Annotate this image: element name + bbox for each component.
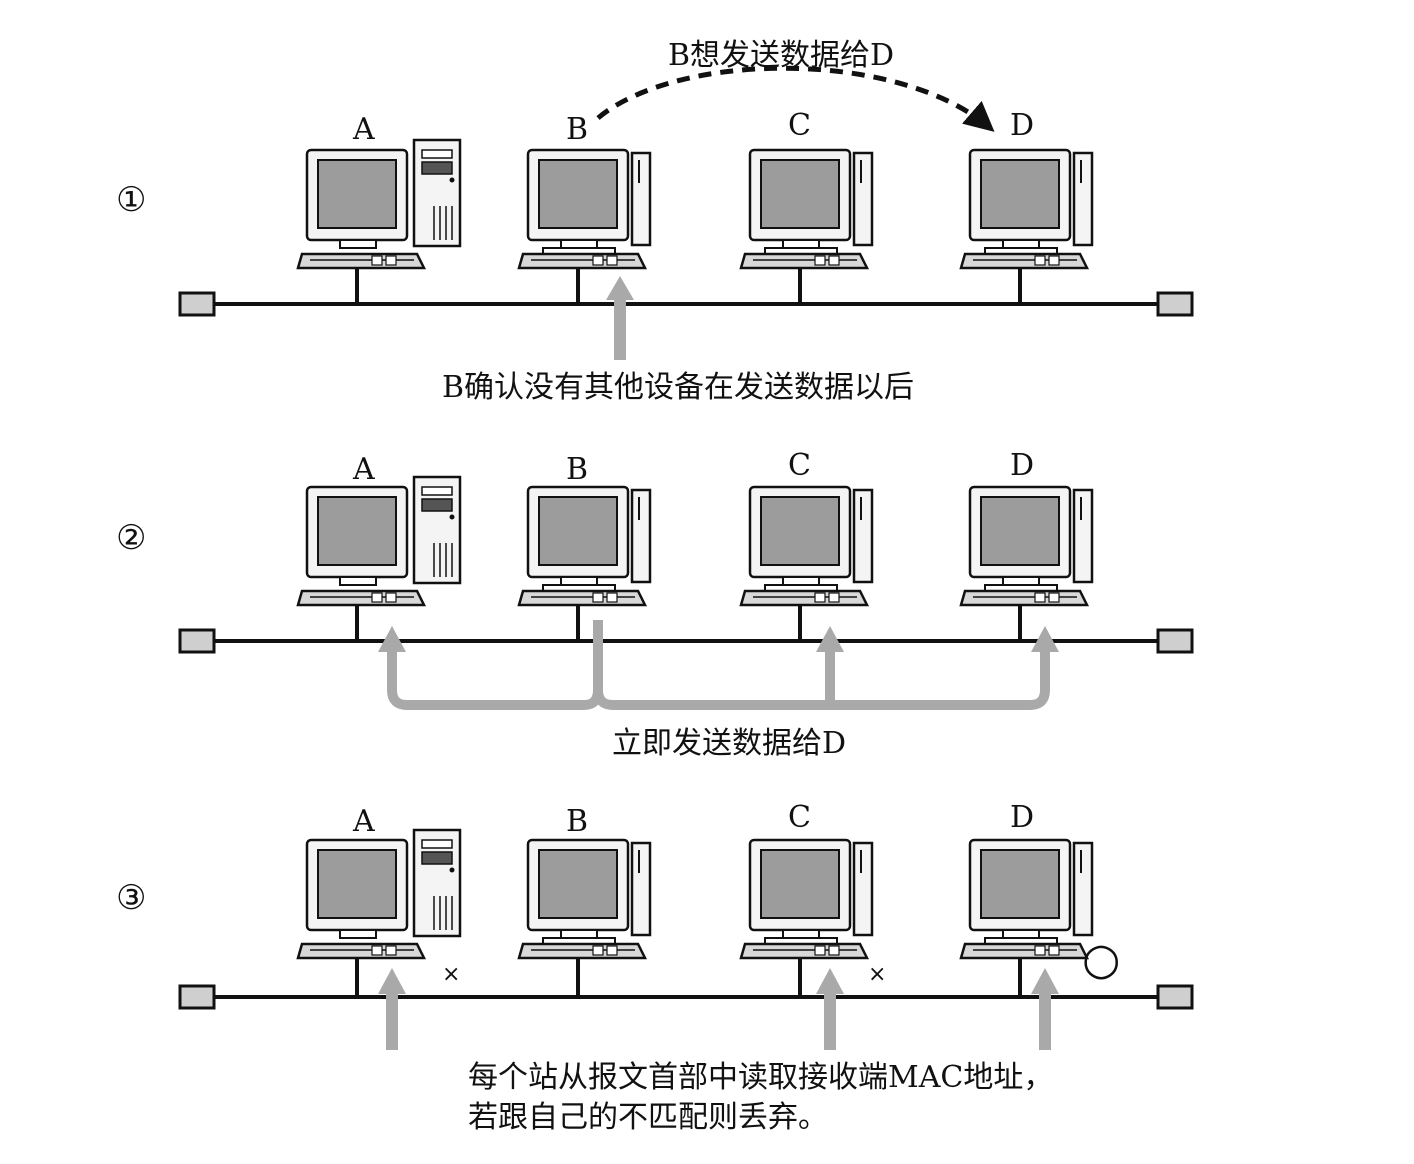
step-2-marker: ② [116, 518, 147, 558]
step1-carrier-sense-arrow-shaft [614, 298, 626, 360]
step2-arrowhead-d [1031, 626, 1059, 652]
step3-arrow-head-d [1031, 968, 1059, 994]
step2-terminator-right [1156, 628, 1194, 654]
step-1-marker: ① [116, 180, 147, 220]
step1-dashed-arrow-b-to-d [596, 65, 995, 132]
step2-computer-a [296, 475, 462, 607]
step3-arrow-shaft-a [386, 990, 398, 1050]
step3-computer-c [739, 838, 874, 960]
step2-pc-a-label: A [353, 452, 375, 487]
step3-pc-d-label: D [1010, 800, 1035, 835]
step1-computer-c [739, 148, 874, 270]
step2-broadcast-path-right [593, 648, 1050, 710]
step2-pc-c-label: C [788, 448, 811, 483]
step1-pc-c-label: C [788, 108, 811, 143]
step1-computer-a [296, 138, 462, 270]
step3-arrow-head-c [816, 968, 844, 994]
step1-terminator-left [178, 291, 216, 317]
step3-arrow-shaft-c [824, 990, 836, 1050]
step3-computer-b [517, 838, 652, 960]
step3-terminator-left [178, 984, 216, 1010]
step1-bottom-caption: B确认没有其他设备在发送数据以后 [442, 370, 915, 405]
step1-terminator-right [1156, 291, 1194, 317]
step3-arrow-head-a [378, 968, 406, 994]
step2-broadcast-path-left [387, 620, 603, 710]
step3-caption-line-2: 若跟自己的不匹配则丢弃。 [468, 1100, 828, 1135]
step2-bottom-caption: 立即发送数据给D [612, 726, 847, 761]
step3-arrow-shaft-d [1039, 990, 1051, 1050]
step3-pc-b-label: B [566, 804, 589, 839]
step-3-marker: ③ [116, 878, 147, 918]
step2-pc-d-label: D [1010, 448, 1035, 483]
step2-pc-b-label: B [566, 452, 589, 487]
step1-computer-b [517, 148, 652, 270]
step2-terminator-left [178, 628, 216, 654]
step3-caption-line-1: 每个站从报文首部中读取接收端MAC地址， [468, 1060, 1054, 1095]
step3-terminator-right [1156, 984, 1194, 1010]
reject-mark-a: × [442, 962, 461, 987]
step1-pc-d-label: D [1010, 108, 1035, 143]
accept-mark-d: ○ [1082, 934, 1121, 985]
step3-computer-d [959, 838, 1094, 960]
step3-pc-a-label: A [353, 804, 375, 839]
step1-computer-d [959, 148, 1094, 270]
step2-computer-d [959, 485, 1094, 607]
step2-arrowhead-a [378, 626, 406, 652]
step3-computer-a [296, 828, 462, 960]
step2-computer-c [739, 485, 874, 607]
step1-pc-b-label: B [566, 112, 589, 147]
step1-carrier-sense-arrow-head [606, 276, 634, 300]
reject-mark-c: × [868, 962, 887, 987]
step2-arrowhead-c [816, 626, 844, 652]
step2-computer-b [517, 485, 652, 607]
step3-pc-c-label: C [788, 800, 811, 835]
step1-top-caption: B想发送数据给D [668, 38, 895, 73]
step1-pc-a-label: A [353, 112, 375, 147]
